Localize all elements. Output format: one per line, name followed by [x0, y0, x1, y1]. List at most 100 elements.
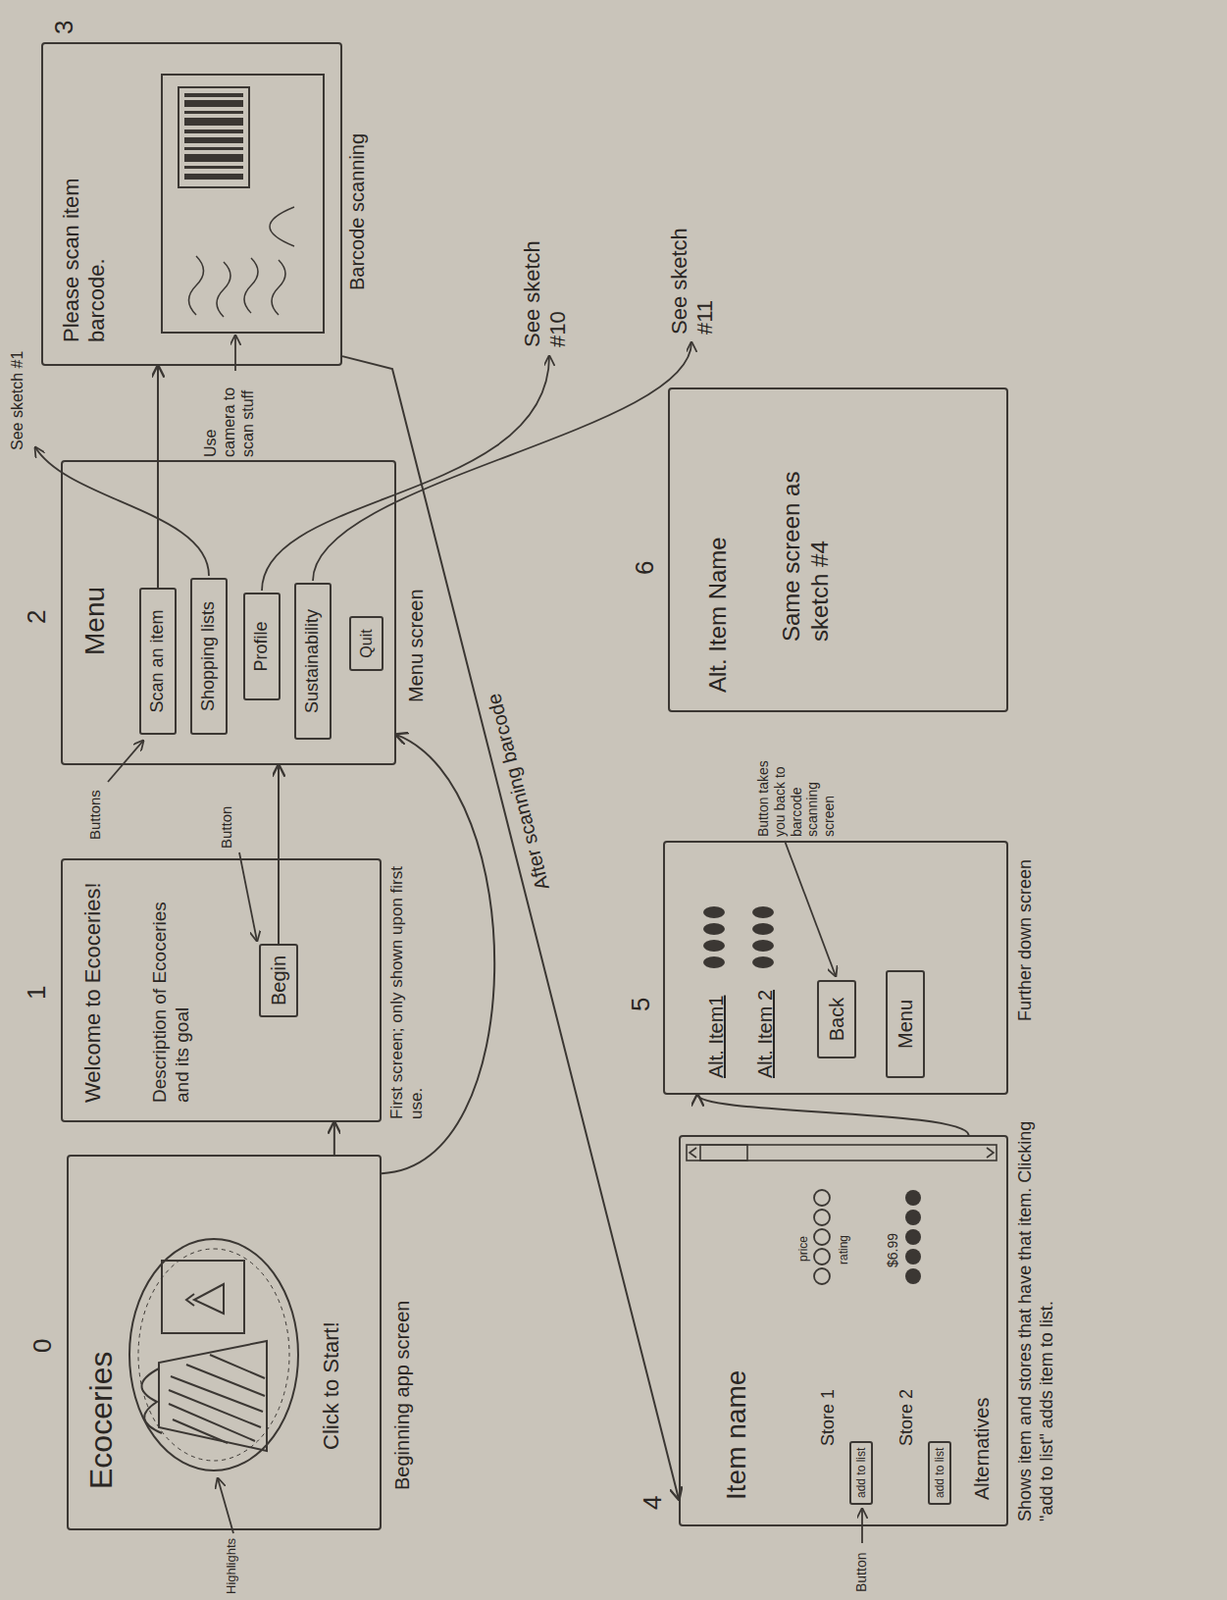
annotation-text: Further down screen [1015, 849, 1037, 1022]
price-circles [814, 1209, 830, 1226]
rating-dots [905, 1228, 921, 1245]
annotation-text: First screen; only shown upon first use. [387, 859, 428, 1120]
button-label: Profile [251, 604, 273, 689]
leader-lines [784, 840, 836, 976]
barcode [184, 117, 244, 126]
screen-frame: Please scan item barcode. [41, 42, 343, 366]
annotation-text: See sketch #10 [519, 224, 572, 348]
barcode [184, 137, 244, 144]
callout-number: 3 [49, 20, 80, 35]
screen-frame: Welcome to Ecoceries! Description of Ecoc… [60, 858, 382, 1123]
annotation-text: Button [853, 1552, 870, 1592]
screen-text: price [796, 1235, 811, 1262]
screen-frame: Item nameStore 1priceratingStore 2$6.99A… [678, 1134, 1009, 1527]
barcode [184, 100, 244, 107]
screen-text: $6.99 [884, 1232, 902, 1268]
camera-view [161, 74, 324, 333]
barcode [184, 173, 244, 180]
screen-text: Item name [719, 1370, 754, 1500]
callout-number: 6 [629, 561, 661, 575]
scroll-bar [686, 1144, 997, 1161]
camera-view [269, 206, 295, 247]
barcode [184, 147, 244, 151]
barcode [184, 110, 244, 114]
logo-illustration [138, 1248, 290, 1461]
callout-number: 4 [637, 1495, 668, 1510]
flow-arrow [342, 356, 679, 1499]
annotation-text: Barcode scanning [345, 133, 369, 291]
button-label: Begin [266, 955, 291, 1006]
rating-dots [905, 1268, 921, 1284]
button-box: Shopping lists [190, 577, 228, 735]
annotation-text: Button takes you back to barcode scannin… [755, 738, 838, 837]
rating-dots [905, 1248, 921, 1265]
barcode [184, 93, 244, 180]
button-label: add to list [854, 1447, 869, 1498]
logo-illustration [186, 1283, 224, 1314]
annotation-text: Use camera to scan stuff [201, 374, 258, 458]
flow-arrow [381, 734, 495, 1174]
logo-illustration [158, 1340, 267, 1451]
screen-text: Alt. Item 2 [753, 989, 777, 1078]
screen-text: Menu [78, 586, 112, 656]
rating-dots [752, 906, 774, 919]
screen-frame: Alt. Item NameSame screen as sketch #4 [667, 387, 1009, 713]
button-box: add to list [849, 1440, 873, 1505]
rating-dots [752, 922, 774, 935]
screen-text: Alt. Item1 [704, 995, 728, 1078]
button-box: add to list [927, 1440, 952, 1505]
leader-lines [239, 852, 257, 941]
annotation-text: Highlights [223, 1537, 240, 1594]
screen-text: Same screen as sketch #4 [777, 445, 835, 642]
flow-arrow [277, 765, 280, 944]
rating-dots [752, 956, 774, 969]
screen-frame: Menu Scan an item Shopping lists Profile Sus… [60, 460, 397, 766]
price-circles [814, 1189, 830, 1284]
screen-frame: EcoceriesClick to Start! [66, 1154, 382, 1531]
rating-dots [703, 939, 725, 952]
price-circles [814, 1248, 830, 1265]
scroll-bar [700, 1144, 748, 1161]
screen-text: Store 2 [896, 1388, 919, 1446]
rating-dots [703, 922, 725, 935]
price-circles [814, 1228, 830, 1245]
screen-text: rating [836, 1234, 851, 1265]
annotation-text: See sketch #11 [666, 211, 719, 335]
screen-text: Description of Ecoceries and its goal [149, 876, 195, 1103]
screen-text: Ecoceries [82, 1351, 120, 1490]
camera-view [178, 87, 250, 188]
annotation-text: See sketch #1 [7, 351, 27, 451]
logo-illustration [161, 1260, 245, 1333]
barcode [184, 165, 244, 169]
button-label: Shopping lists [198, 589, 220, 723]
button-box: Sustainability [294, 582, 332, 740]
logo-illustration [168, 1354, 265, 1443]
annotation-text: Shows item and stores that have that ite… [1015, 1089, 1058, 1522]
button-label: Back [824, 991, 849, 1047]
annotation-text: Menu screen [404, 588, 428, 703]
callout-number: 1 [21, 985, 52, 1000]
button-label: Scan an item [147, 599, 169, 723]
button-box: Profile [243, 592, 281, 701]
leader-lines [107, 740, 144, 782]
annotation-text: Buttons [86, 789, 104, 840]
callout-number: 0 [27, 1338, 58, 1353]
button-label: add to list [932, 1447, 947, 1498]
screen-text: Welcome to Ecoceries! [80, 876, 106, 1103]
logo-illustration [141, 1368, 162, 1433]
callout-number: 5 [625, 997, 657, 1012]
annotation-text: Button [217, 806, 236, 849]
button-label: Menu [893, 981, 918, 1067]
barcode [184, 129, 244, 134]
button-box: Menu [885, 970, 925, 1078]
logo-illustration [129, 1238, 299, 1471]
flow-arrow [156, 365, 159, 588]
button-box: Quit [349, 615, 384, 671]
rating-dots [703, 906, 725, 919]
rating-dots [905, 1189, 921, 1206]
price-circles [814, 1189, 830, 1206]
logo-illustration [129, 1238, 299, 1471]
button-label: Quit [357, 627, 376, 660]
rating-dots [703, 906, 921, 1284]
